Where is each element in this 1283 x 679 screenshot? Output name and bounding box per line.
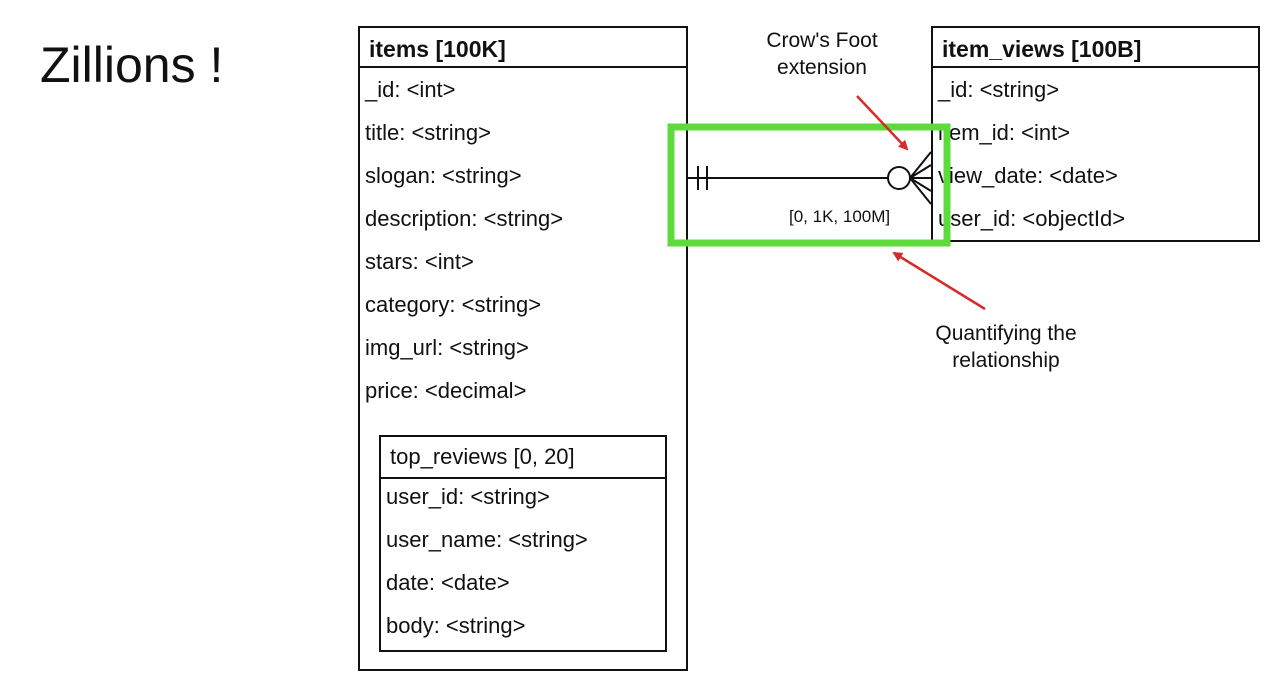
items-attr-title: title: <string>: [365, 120, 491, 145]
top-reviews-attr-date: date: <date>: [386, 570, 510, 595]
items-entity: items [100K] _id: <int> title: <string> …: [358, 26, 688, 671]
top-reviews-header: top_reviews [0, 20]: [381, 437, 665, 479]
highlight-box: [667, 123, 951, 247]
item-views-attr-view-date: view_date: <date>: [938, 163, 1118, 188]
crows-foot-annotation: Crow's Foot extension: [736, 27, 908, 81]
top-reviews-subdocument: top_reviews [0, 20] user_id: <string> us…: [379, 435, 667, 652]
crows-foot-annotation-line2: extension: [777, 56, 867, 79]
items-attr-category: category: <string>: [365, 292, 542, 317]
crows-foot-icon: [909, 151, 932, 205]
item-views-attr-user-id: user_id: <objectId>: [938, 206, 1126, 231]
top-reviews-attr-user-name: user_name: <string>: [386, 527, 588, 552]
item-views-entity: item_views [100B] _id: <string> item_id:…: [931, 26, 1260, 242]
items-attr-description: description: <string>: [365, 206, 564, 231]
top-reviews-attr-body: body: <string>: [386, 613, 526, 638]
item-views-entity-header: item_views [100B]: [933, 28, 1258, 68]
item-views-attr-item-id: item_id: <int>: [938, 120, 1071, 145]
top-reviews-attr-user-id: user_id: <string>: [386, 484, 550, 509]
items-entity-header: items [100K]: [360, 28, 686, 68]
quantifying-annotation-line2: relationship: [952, 349, 1060, 372]
item-views-attr-id: _id: <string>: [938, 77, 1060, 102]
items-attr-slogan: slogan: <string>: [365, 163, 522, 188]
cardinality-label: [0, 1K, 100M]: [789, 207, 891, 226]
quantifying-arrow: [892, 251, 986, 311]
items-attr-price: price: <decimal>: [365, 378, 527, 403]
crows-foot-arrow: [856, 95, 909, 151]
quantifying-annotation-line1: Quantifying the: [935, 322, 1077, 345]
slide-title: Zillions !: [40, 37, 224, 93]
quantifying-annotation: Quantifying the relationship: [903, 320, 1109, 374]
zero-optional-circle: [887, 166, 911, 190]
items-attr-stars: stars: <int>: [365, 249, 474, 274]
items-attr-img-url: img_url: <string>: [365, 335, 529, 360]
crows-foot-annotation-line1: Crow's Foot: [766, 29, 878, 52]
items-attr-id: _id: <int>: [365, 77, 456, 102]
